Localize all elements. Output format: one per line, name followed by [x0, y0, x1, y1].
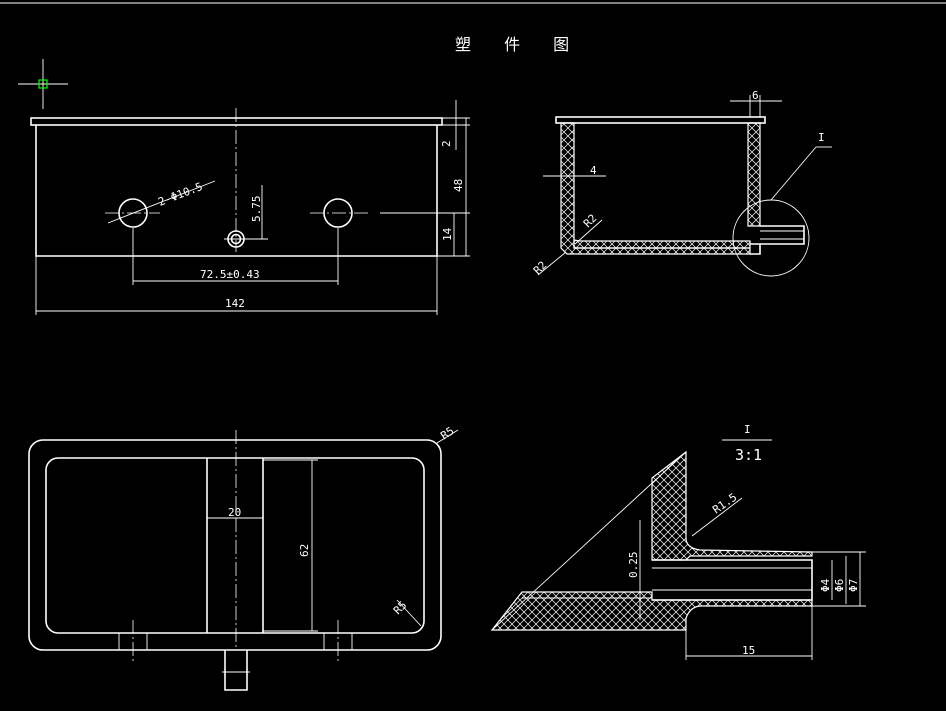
cad-crosshair-cursor[interactable] [18, 59, 68, 109]
detail-mark: I [818, 131, 825, 144]
front-rim [30, 117, 443, 126]
detail-scale: 3:1 [735, 446, 762, 464]
dim-detail-d6: Φ6 [833, 579, 846, 592]
section-right-wall [747, 122, 761, 227]
top-outer [28, 439, 442, 651]
front-view: 2-Φ10.5 5.75 72.5±0.43 142 2 48 14 [30, 100, 470, 315]
drawing-title: 塑 件 图 [455, 35, 583, 54]
detail-circle [732, 199, 810, 277]
section-spout [760, 225, 805, 245]
top-spout [224, 650, 248, 691]
top-inner [45, 457, 425, 634]
dim-rib-width: 20 [228, 506, 241, 519]
dim-detail-d7: Φ7 [847, 579, 860, 592]
radius-corner: R5 [438, 424, 456, 442]
front-body-outline [35, 125, 438, 257]
hole-leader [107, 180, 216, 224]
hole-label: 2-Φ10.5 [156, 180, 204, 209]
section-left-wall [560, 122, 751, 255]
radius-inner-top: R5 [391, 599, 410, 618]
radius-outer: R2 [531, 259, 550, 278]
section-view: I 6 4 R2 R2 [531, 89, 832, 277]
dim-low: 14 [441, 227, 454, 241]
dim-top: 6 [752, 89, 759, 102]
dim-detail-len: 15 [742, 644, 755, 657]
detail-leader [770, 146, 817, 201]
dim-hole-spacing: 72.5±0.43 [200, 268, 260, 281]
dim-5-75: 5.75 [250, 196, 263, 223]
dim-rib-length: 62 [298, 544, 311, 557]
top-view: 20 62 R5 R5 [28, 424, 459, 691]
dim-detail-d4: Φ4 [819, 578, 832, 592]
dim-width: 142 [225, 297, 245, 310]
dim-wall: 4 [590, 164, 597, 177]
detail-view: I 3:1 15 0.25 R1.5 Φ4 Φ6 Φ7 [490, 423, 866, 660]
radius-detail: R1.5 [710, 491, 739, 517]
detail-wall [651, 450, 813, 561]
detail-view-mark: I [744, 423, 751, 436]
dim-rim: 2 [440, 140, 453, 147]
dim-height: 48 [452, 179, 465, 192]
dim-detail-gap: 0.25 [627, 552, 640, 579]
radius-inner: R2 [581, 212, 600, 231]
